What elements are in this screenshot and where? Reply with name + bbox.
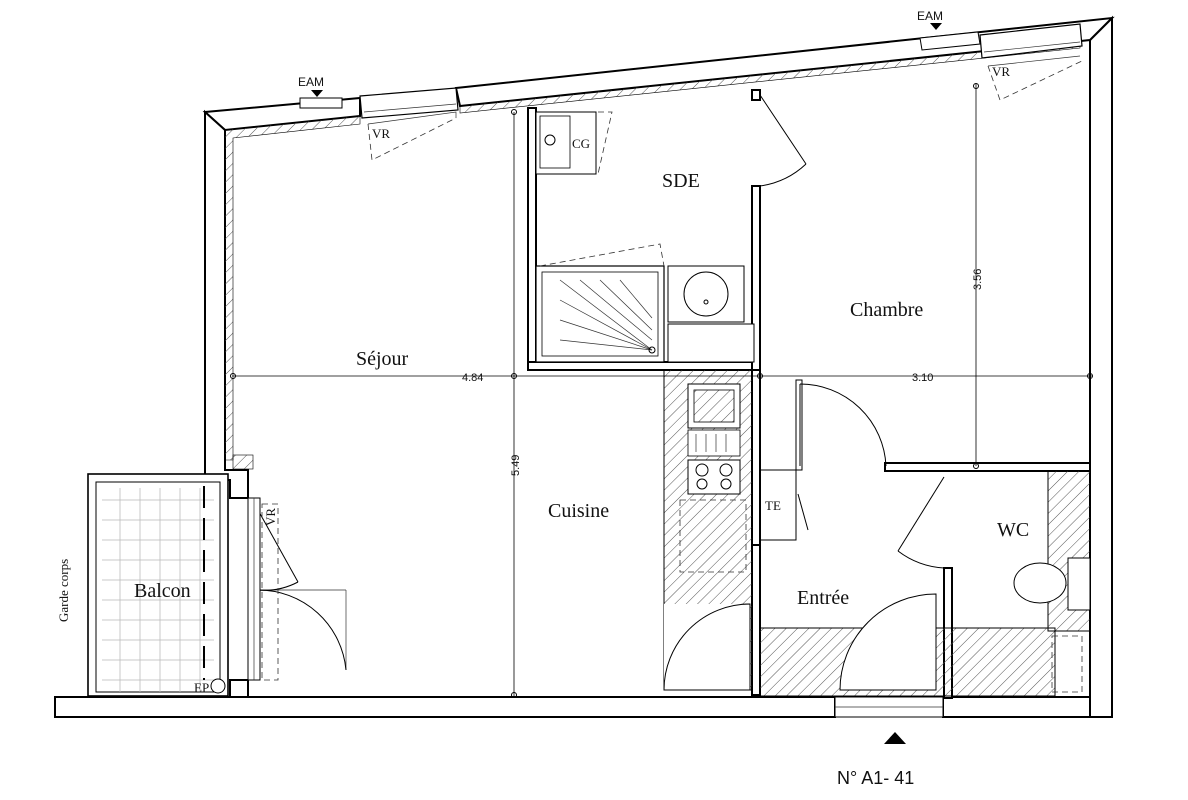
vr-label-balcony: VR [263,508,278,526]
doors [257,94,945,671]
sde-fixtures [535,111,755,363]
eam-label-right: EAM [917,9,943,23]
dimension-sejour-width: 4.84 [462,372,483,384]
window-left [359,87,459,161]
wc-duct [1013,470,1091,693]
dimension-lines [230,83,1093,698]
eam-left-vent [299,90,343,109]
garde-corps-label: Garde corps [56,559,71,622]
room-label-entree: Entrée [797,587,849,609]
insulation-layer [224,40,1081,470]
vr-label-left: VR [372,126,390,141]
room-label-balcon: Balcon [134,580,191,602]
kitchen-counter [663,369,753,691]
entrance-arrow-icon [884,732,906,744]
ep-label: EP [194,680,209,695]
room-label-sde: SDE [662,170,700,192]
entrance-door [834,696,944,744]
room-label-chambre: Chambre [850,299,923,321]
te-label: TE [765,498,781,513]
dimension-chambre-width: 3.10 [912,372,933,384]
dimension-chambre-depth: 3.56 [972,269,984,290]
vr-label-right: VR [992,64,1010,79]
cg-label: CG [572,136,590,151]
balcony [87,473,279,697]
window-right [979,23,1085,101]
apartment-reference: N° A1- 41 [837,768,914,788]
eam-label-left: EAM [298,75,324,89]
room-label-sejour: Séjour [356,348,409,370]
room-label-wc: WC [997,519,1029,541]
dimension-sejour-depth: 5.49 [510,455,522,476]
entree-floor-mat [759,593,1056,697]
eam-right-vent [919,23,981,51]
room-label-cuisine: Cuisine [548,500,609,522]
